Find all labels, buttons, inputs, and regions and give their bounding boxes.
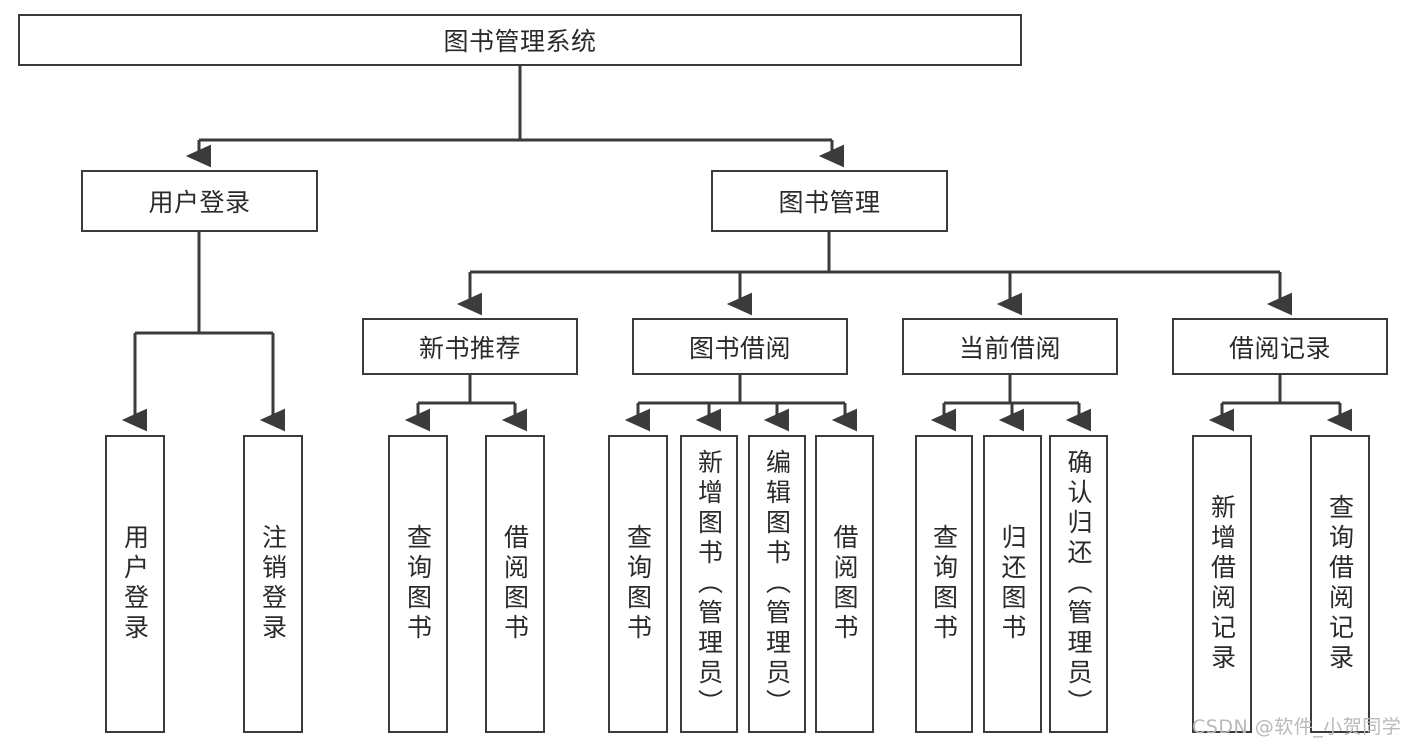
node-new-book-recommend-label: 新书推荐 bbox=[418, 333, 521, 363]
node-user-login-label: 用户登录 bbox=[148, 188, 251, 217]
leaf-record-add-label: 新增借阅记录 bbox=[1207, 494, 1237, 674]
node-book-management[interactable]: 图书管理 bbox=[711, 170, 948, 232]
node-book-borrow-label: 图书借阅 bbox=[688, 333, 791, 363]
watermark-text: CSDN @软件_小贺同学 bbox=[1192, 716, 1402, 738]
leaf-user-login-logout[interactable]: 注销登录 bbox=[243, 435, 303, 733]
node-current-borrow[interactable]: 当前借阅 bbox=[902, 318, 1118, 375]
leaf-borrow-borrow-book[interactable]: 借阅图书 bbox=[815, 435, 874, 733]
leaf-record-query[interactable]: 查询借阅记录 bbox=[1310, 435, 1370, 733]
leaf-current-confirm-return-label: 确认归还（管理员） bbox=[1064, 449, 1093, 719]
node-borrow-record[interactable]: 借阅记录 bbox=[1172, 318, 1388, 375]
leaf-borrow-query-book[interactable]: 查询图书 bbox=[608, 435, 668, 733]
leaf-borrow-query-book-label: 查询图书 bbox=[623, 524, 653, 644]
leaf-new-book-borrow[interactable]: 借阅图书 bbox=[485, 435, 545, 733]
leaf-new-book-query[interactable]: 查询图书 bbox=[388, 435, 448, 733]
node-book-management-label: 图书管理 bbox=[778, 188, 881, 217]
leaf-current-return-book-label: 归还图书 bbox=[998, 524, 1027, 644]
leaf-user-login-login[interactable]: 用户登录 bbox=[105, 435, 165, 733]
leaf-new-book-query-label: 查询图书 bbox=[403, 524, 433, 644]
leaf-borrow-edit-book-label: 编辑图书（管理员） bbox=[762, 449, 792, 719]
node-root-label: 图书管理系统 bbox=[443, 27, 597, 56]
leaf-borrow-add-book[interactable]: 新增图书（管理员） bbox=[680, 435, 738, 733]
leaf-current-confirm-return[interactable]: 确认归还（管理员） bbox=[1049, 435, 1108, 733]
leaf-borrow-edit-book[interactable]: 编辑图书（管理员） bbox=[748, 435, 806, 733]
leaf-current-query-book-label: 查询图书 bbox=[929, 524, 959, 644]
leaf-user-login-logout-label: 注销登录 bbox=[258, 524, 288, 644]
leaf-current-query-book[interactable]: 查询图书 bbox=[915, 435, 973, 733]
leaf-new-book-borrow-label: 借阅图书 bbox=[500, 524, 530, 644]
leaf-record-add[interactable]: 新增借阅记录 bbox=[1192, 435, 1252, 733]
leaf-current-return-book[interactable]: 归还图书 bbox=[983, 435, 1042, 733]
leaf-borrow-add-book-label: 新增图书（管理员） bbox=[694, 449, 724, 719]
node-new-book-recommend[interactable]: 新书推荐 bbox=[362, 318, 578, 375]
node-borrow-record-label: 借阅记录 bbox=[1228, 333, 1331, 363]
node-user-login[interactable]: 用户登录 bbox=[81, 170, 318, 232]
node-current-borrow-label: 当前借阅 bbox=[958, 333, 1061, 363]
leaf-record-query-label: 查询借阅记录 bbox=[1325, 494, 1355, 674]
leaf-user-login-login-label: 用户登录 bbox=[120, 524, 150, 644]
leaf-borrow-borrow-book-label: 借阅图书 bbox=[830, 524, 859, 644]
node-book-borrow[interactable]: 图书借阅 bbox=[632, 318, 848, 375]
node-root[interactable]: 图书管理系统 bbox=[18, 14, 1022, 66]
